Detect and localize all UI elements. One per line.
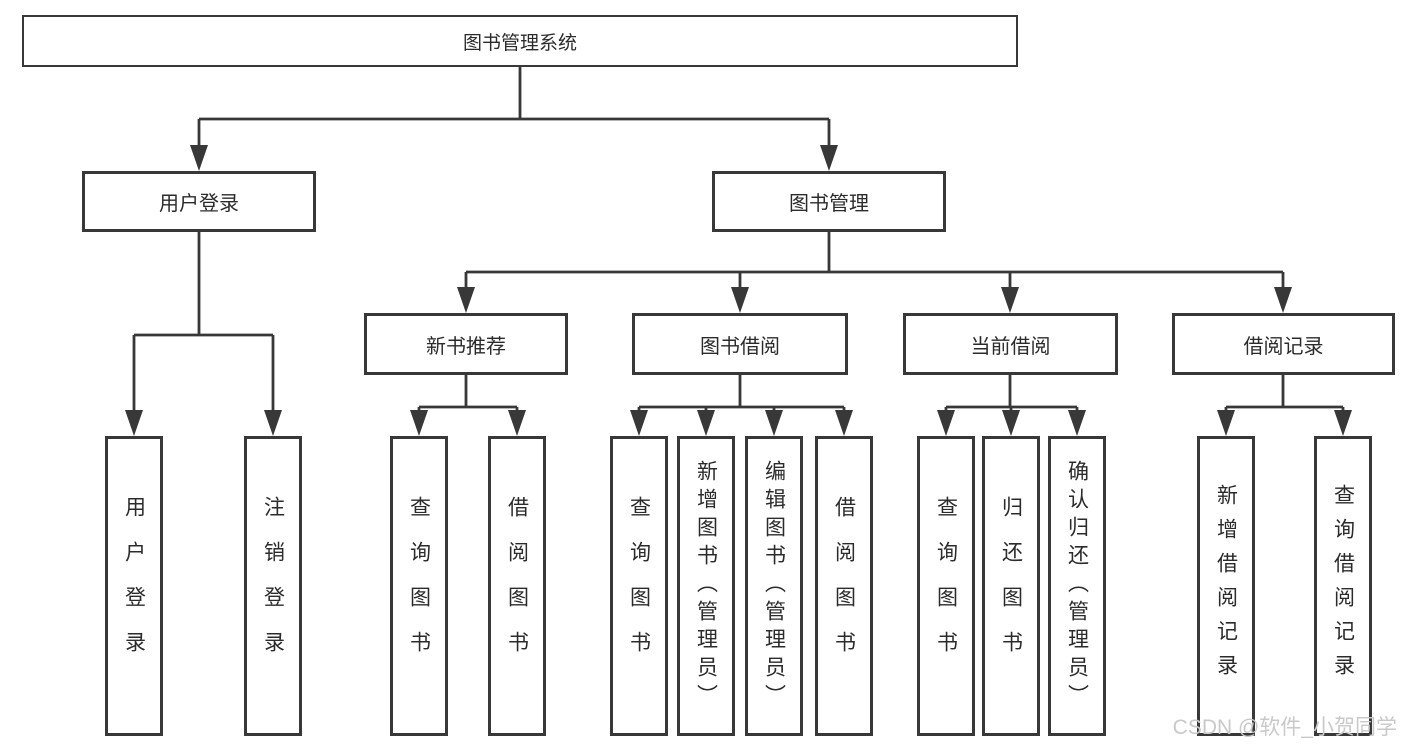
connector-new-book-branch xyxy=(419,375,517,409)
leaf-query-borrow-record-label: 查询借阅记录 xyxy=(1331,484,1355,688)
connector-current-borrow-branch xyxy=(946,375,1077,409)
leaf-add-borrow-record: 新增借阅记录 xyxy=(1197,436,1255,736)
connector-book-borrow-branch xyxy=(639,375,844,409)
connector-root-branch xyxy=(199,67,829,121)
leaf-query-books-current: 查询图书 xyxy=(917,436,975,736)
leaf-query-books-recommend: 查询图书 xyxy=(390,436,448,736)
leaf-confirm-return-admin-label: 确认归还（管理员） xyxy=(1065,460,1089,712)
leaf-query-books-borrow-label: 查询图书 xyxy=(627,496,651,676)
node-book-management-label: 图书管理 xyxy=(789,193,869,215)
node-new-book-recommend-label: 新书推荐 xyxy=(426,335,506,358)
node-borrow-records: 借阅记录 xyxy=(1172,313,1395,375)
leaf-user-login: 用户登录 xyxy=(105,436,163,736)
leaf-borrow-books: 借阅图书 xyxy=(815,436,873,736)
leaf-borrow-books-recommend-label: 借阅图书 xyxy=(505,496,529,676)
leaf-query-borrow-record: 查询借阅记录 xyxy=(1314,436,1372,736)
node-current-borrow-label: 当前借阅 xyxy=(970,335,1051,358)
node-new-book-recommend: 新书推荐 xyxy=(364,313,568,375)
leaf-edit-books-admin-label: 编辑图书（管理员） xyxy=(762,460,786,712)
leaf-logout: 注销登录 xyxy=(244,436,302,736)
node-book-borrow: 图书借阅 xyxy=(632,313,848,375)
node-borrow-records-label: 借阅记录 xyxy=(1243,335,1324,358)
leaf-confirm-return-admin: 确认归还（管理员） xyxy=(1048,436,1106,736)
leaf-edit-books-admin: 编辑图书（管理员） xyxy=(745,436,803,736)
node-root-library-system: 图书管理系统 xyxy=(22,15,1018,67)
csdn-watermark: CSDN @软件_小贺同学 xyxy=(1172,716,1397,739)
leaf-add-books-admin: 新增图书（管理员） xyxy=(677,436,735,736)
node-user-login: 用户登录 xyxy=(82,171,316,232)
connector-borrow-records-branch xyxy=(1226,375,1343,409)
node-root-label: 图书管理系统 xyxy=(462,32,577,54)
leaf-query-books-recommend-label: 查询图书 xyxy=(407,496,431,676)
leaf-return-books-label: 归还图书 xyxy=(999,496,1023,676)
leaf-query-books-borrow: 查询图书 xyxy=(610,436,668,736)
node-user-login-label: 用户登录 xyxy=(159,193,239,215)
node-current-borrow: 当前借阅 xyxy=(903,313,1118,375)
leaf-add-borrow-record-label: 新增借阅记录 xyxy=(1214,484,1238,688)
connector-book-management-branch xyxy=(466,232,1283,274)
leaf-borrow-books-label: 借阅图书 xyxy=(832,496,856,676)
node-book-borrow-label: 图书借阅 xyxy=(700,335,780,358)
leaf-borrow-books-recommend: 借阅图书 xyxy=(488,436,546,736)
leaf-user-login-label: 用户登录 xyxy=(122,496,146,676)
leaf-query-books-current-label: 查询图书 xyxy=(934,496,958,676)
leaf-logout-label: 注销登录 xyxy=(261,496,285,676)
leaf-return-books: 归还图书 xyxy=(982,436,1040,736)
leaf-add-books-admin-label: 新增图书（管理员） xyxy=(694,460,718,712)
connector-user-login-branch xyxy=(134,232,273,337)
node-book-management: 图书管理 xyxy=(712,171,946,232)
